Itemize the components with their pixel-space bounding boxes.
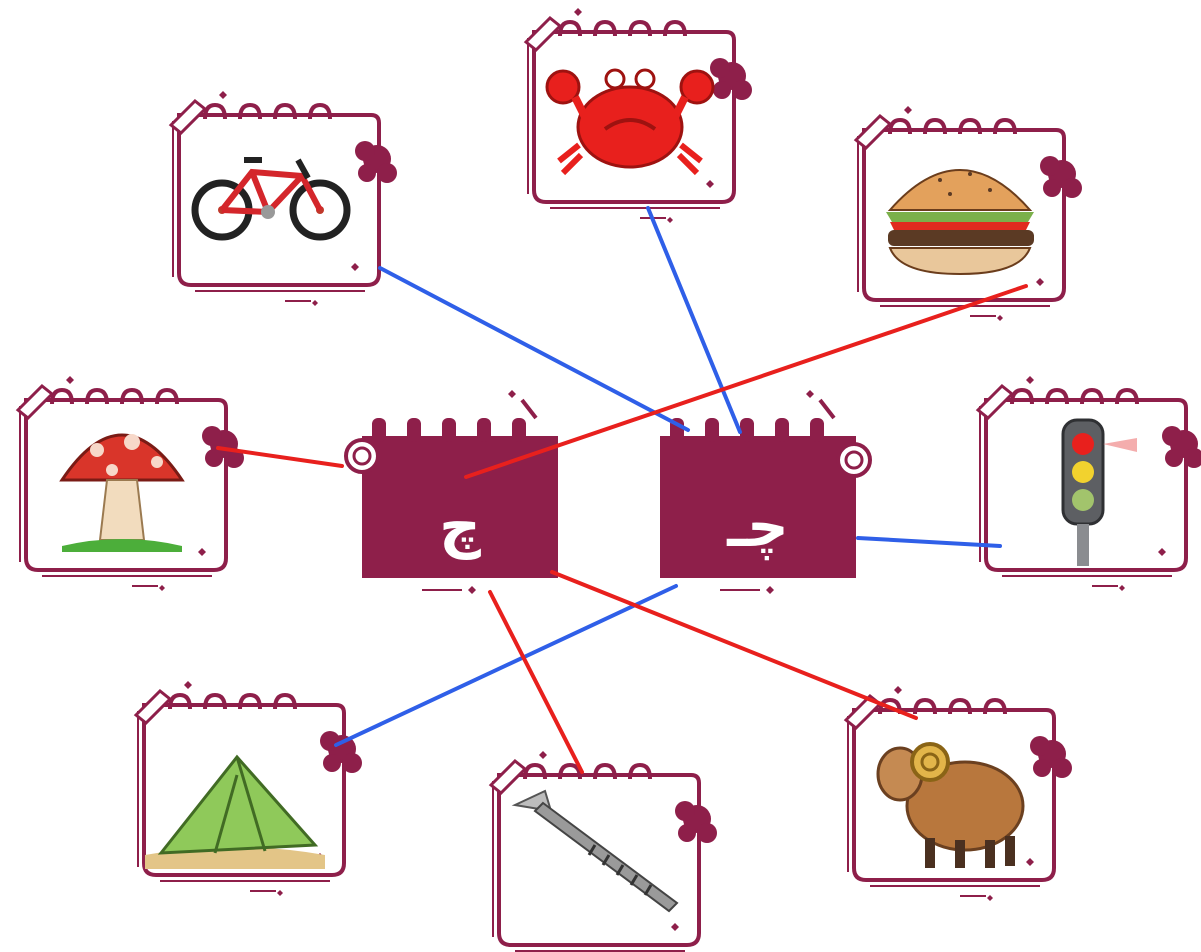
traffic-light-icon [1061, 418, 1137, 566]
ram-card[interactable] [844, 684, 1074, 903]
screw-icon [511, 789, 679, 913]
line-tent [334, 584, 678, 747]
line-ram [550, 570, 918, 720]
traffic-light-card[interactable] [976, 374, 1201, 593]
line-mushroom [216, 446, 344, 468]
line-screw [488, 590, 584, 774]
line-burger [464, 284, 1028, 479]
crab-icon [545, 68, 715, 176]
letter-left: چ [439, 492, 481, 560]
screw-card[interactable] [489, 749, 719, 952]
burger-icon [886, 169, 1034, 276]
line-traffic-light [856, 536, 1002, 548]
connection-lines [216, 206, 1028, 774]
burger-card[interactable] [854, 104, 1084, 323]
crab-card[interactable] [524, 6, 754, 225]
letter-right: چـ [726, 492, 789, 561]
mushroom-card[interactable] [16, 374, 246, 593]
line-crab [646, 206, 742, 434]
ram-icon [876, 742, 1025, 868]
tent-card[interactable] [134, 679, 364, 898]
letter-card-left[interactable]: چ [344, 388, 560, 596]
mushroom-icon [59, 433, 185, 552]
bicycle-card[interactable] [169, 89, 399, 308]
tent-icon [145, 754, 325, 869]
letter-card-right[interactable]: چـ [658, 388, 872, 596]
line-bicycle [378, 266, 690, 432]
bicycle-icon [191, 157, 351, 241]
